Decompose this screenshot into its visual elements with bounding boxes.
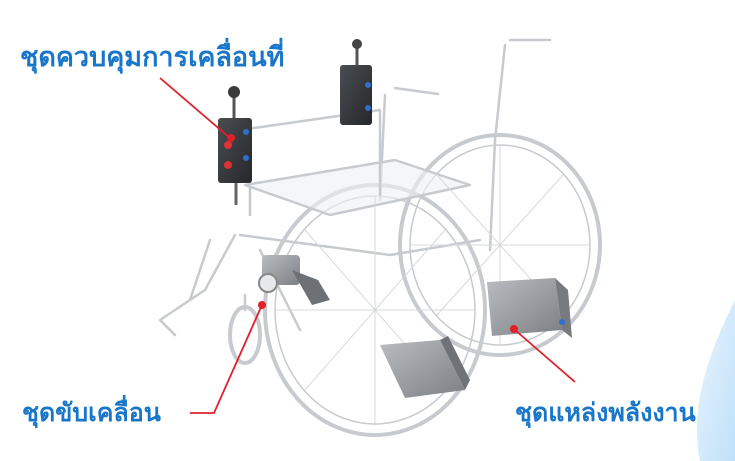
drive-unit-label: ชุดขับเคลื่อน <box>22 398 161 427</box>
leader-lines <box>159 77 576 414</box>
leader-dots <box>227 134 518 333</box>
lower-battery <box>380 336 470 398</box>
control-unit-label: ชุดควบคุมการเคลื่อนที่ <box>20 42 285 73</box>
power-unit <box>487 278 572 338</box>
dot-power <box>510 325 518 333</box>
dot-control <box>227 134 235 142</box>
power-unit-label: ชุดแหล่งพลังงาน <box>515 398 696 427</box>
rear-control-box <box>340 39 372 125</box>
control-unit <box>218 86 252 205</box>
wheelchair-frame <box>158 38 602 437</box>
drive-unit <box>258 255 330 305</box>
front-wheel-spokes <box>275 196 475 424</box>
leader-drive <box>190 304 263 414</box>
leader-control <box>159 77 231 139</box>
corner-swoosh <box>696 300 735 461</box>
leader-power <box>514 329 576 383</box>
dot-drive <box>258 301 266 309</box>
